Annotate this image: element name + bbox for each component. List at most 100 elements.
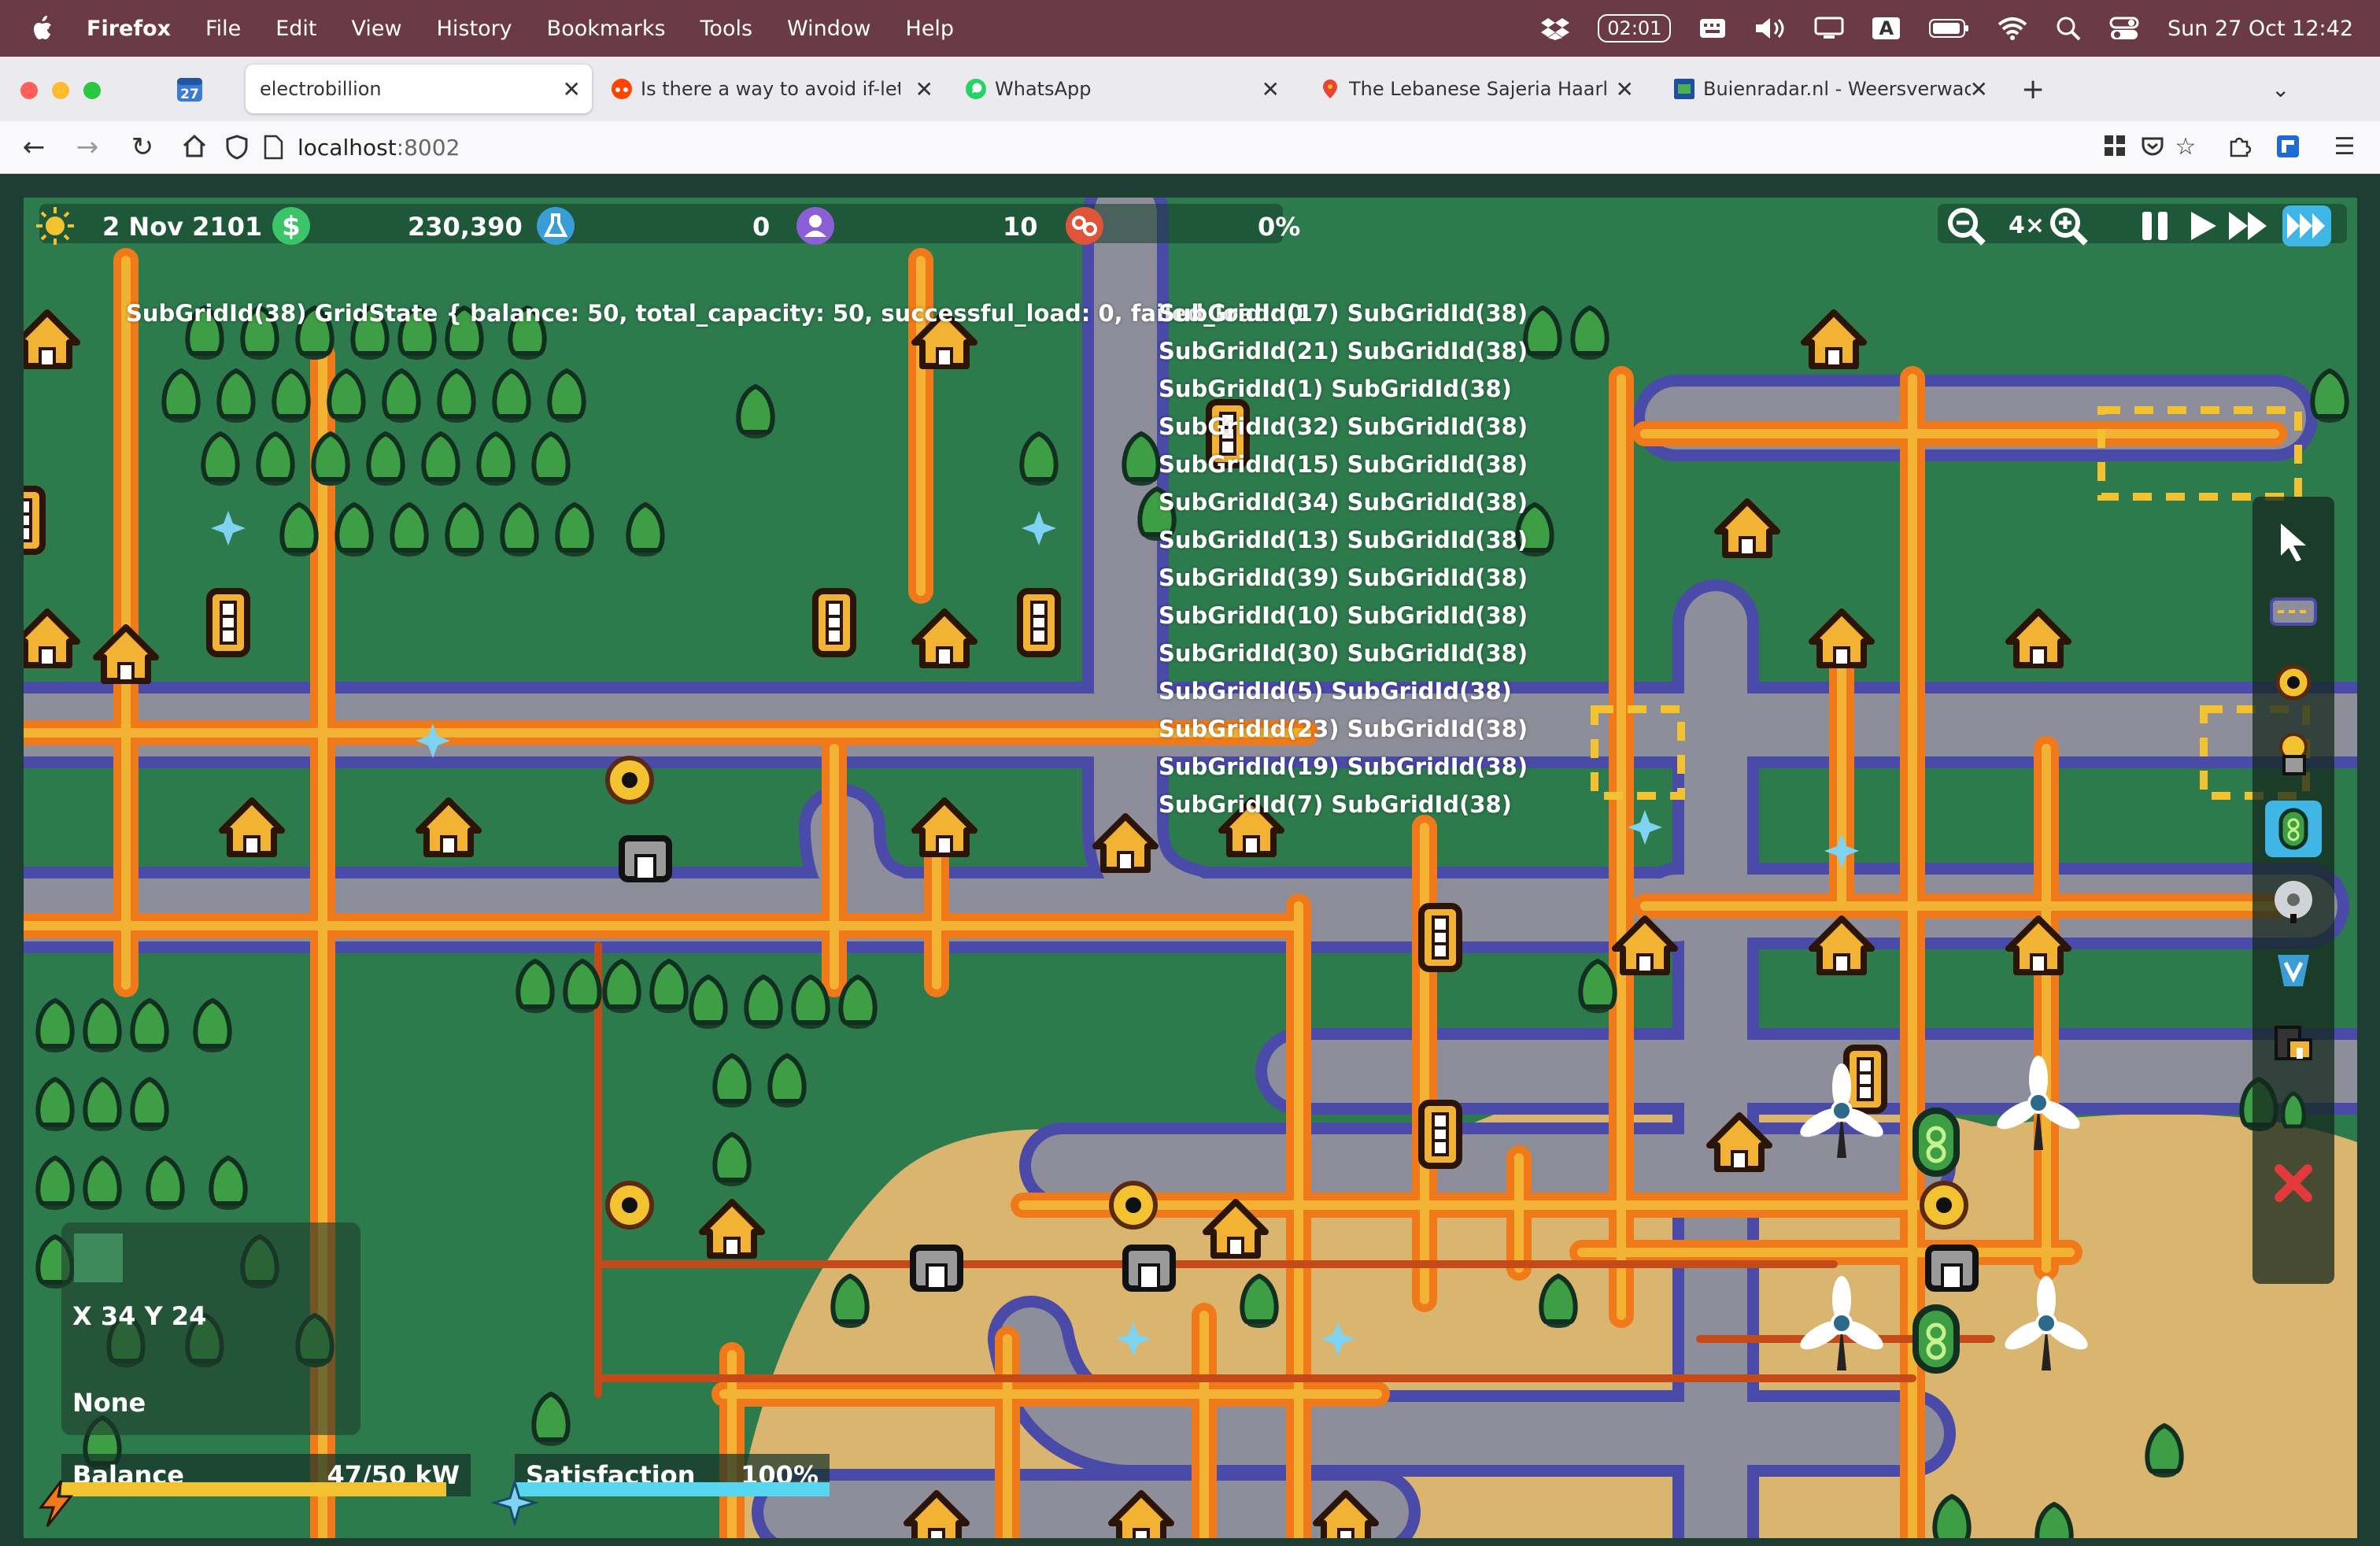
tree[interactable]	[793, 977, 827, 1029]
input-source-badge[interactable]: A	[1872, 17, 1901, 39]
forward-button[interactable]: →	[72, 132, 102, 162]
tree[interactable]	[85, 1158, 119, 1210]
fastest-forward-icon[interactable]	[2282, 205, 2331, 246]
tree[interactable]	[219, 371, 253, 423]
tree[interactable]	[211, 1158, 245, 1210]
tree[interactable]	[1124, 434, 1158, 486]
tree[interactable]	[746, 977, 780, 1029]
tree[interactable]	[368, 434, 402, 486]
tree[interactable]	[502, 505, 536, 557]
menu-history[interactable]: History	[436, 16, 512, 41]
factory[interactable]	[1125, 1248, 1173, 1289]
road-tool[interactable]	[2265, 583, 2322, 640]
pocket-button[interactable]	[2139, 134, 2166, 161]
tree[interactable]	[203, 434, 237, 486]
wifi-icon[interactable]	[1998, 17, 2027, 40]
factory[interactable]	[913, 1248, 960, 1289]
pinned-tab-calendar[interactable]: 27	[176, 65, 224, 113]
zoom-out-icon[interactable]	[1946, 205, 1986, 246]
tree[interactable]	[38, 1158, 72, 1210]
tree[interactable]	[439, 371, 473, 423]
solar-tool[interactable]	[2265, 654, 2322, 711]
solar-plant[interactable]	[608, 758, 652, 802]
apartment-tower[interactable]	[24, 489, 42, 552]
tree[interactable]	[1022, 434, 1055, 486]
tree[interactable]	[2147, 1426, 2181, 1478]
tree[interactable]	[195, 1000, 229, 1052]
reload-button[interactable]: ↻	[128, 132, 157, 162]
battery-tool[interactable]	[2265, 801, 2322, 857]
menu-app-name[interactable]: Firefox	[87, 16, 172, 41]
apartment-tower[interactable]	[1020, 591, 1058, 654]
dropbox-icon[interactable]	[1541, 17, 1570, 40]
tree[interactable]	[313, 434, 347, 486]
app-menu-button[interactable]: ☰	[2331, 134, 2358, 161]
container-extension-button[interactable]	[2275, 134, 2301, 161]
tree[interactable]	[164, 371, 198, 423]
tree[interactable]	[557, 505, 591, 557]
tree[interactable]	[258, 434, 292, 486]
solar-factory-tool[interactable]	[2265, 725, 2322, 782]
tree[interactable]	[132, 1079, 166, 1131]
close-tab-icon[interactable]: ✕	[562, 76, 581, 102]
tree[interactable]	[1572, 308, 1606, 360]
control-center-icon[interactable]	[2109, 17, 2139, 40]
menu-file[interactable]: File	[205, 16, 242, 41]
factory-tool[interactable]	[2265, 1013, 2322, 1070]
tree[interactable]	[534, 434, 567, 486]
tree[interactable]	[565, 961, 599, 1013]
tree[interactable]	[132, 1000, 166, 1052]
tree-tool[interactable]	[2265, 1084, 2322, 1141]
menu-edit[interactable]: Edit	[275, 16, 317, 41]
apartment-tower[interactable]	[1846, 1048, 1884, 1111]
volume-icon[interactable]	[1754, 17, 1786, 40]
tree[interactable]	[1242, 1276, 1276, 1328]
factory[interactable]	[622, 838, 669, 879]
tree[interactable]	[282, 505, 316, 557]
tree[interactable]	[1541, 1276, 1575, 1328]
back-button[interactable]: ←	[19, 132, 49, 162]
fast-forward-icon[interactable]	[2227, 209, 2270, 243]
cursor-tool[interactable]	[2265, 512, 2322, 569]
battery-icon[interactable]	[1928, 18, 1969, 39]
tree[interactable]	[715, 1056, 748, 1108]
delete-tool[interactable]	[2265, 1155, 2322, 1211]
display-icon[interactable]	[1814, 17, 1844, 40]
battery-capsule[interactable]	[1916, 1307, 1957, 1370]
battery-capsule[interactable]	[1916, 1111, 1957, 1174]
tree[interactable]	[715, 1134, 748, 1186]
tree[interactable]	[738, 386, 772, 438]
tree[interactable]	[833, 1276, 867, 1328]
tree[interactable]	[38, 1000, 72, 1052]
tree[interactable]	[384, 371, 418, 423]
solar-plant[interactable]	[1111, 1183, 1155, 1227]
apartment-tower[interactable]	[815, 591, 853, 654]
extensions-grid-button[interactable]	[2101, 134, 2128, 161]
factory[interactable]	[1928, 1248, 1975, 1289]
tree[interactable]	[85, 1000, 119, 1052]
tree[interactable]	[337, 505, 371, 557]
close-tab-icon[interactable]: ✕	[1615, 76, 1634, 102]
tree[interactable]	[604, 961, 638, 1013]
apartment-tower[interactable]	[1421, 1103, 1459, 1166]
hydro-tool[interactable]	[2265, 942, 2322, 999]
url-bar[interactable]: localhost:8002	[225, 128, 2075, 167]
tree[interactable]	[479, 434, 512, 486]
apple-icon[interactable]	[31, 15, 55, 42]
menu-window[interactable]: Window	[787, 16, 871, 41]
solar-plant[interactable]	[1922, 1183, 1966, 1227]
tree[interactable]	[148, 1158, 182, 1210]
apartment-tower[interactable]	[209, 591, 247, 654]
menu-help[interactable]: Help	[905, 16, 955, 41]
spotlight-search-icon[interactable]	[2056, 16, 2081, 41]
tab-lebanese-sajeria[interactable]: The Lebanese Sajeria Haarlemm ✕	[1314, 65, 1645, 113]
tree[interactable]	[1525, 308, 1559, 360]
tab-buienradar[interactable]: Buienradar.nl - Weersverwachtir ✕	[1669, 65, 1999, 113]
window-zoom-button[interactable]	[83, 82, 101, 99]
tree[interactable]	[38, 1079, 72, 1131]
close-tab-icon[interactable]: ✕	[915, 76, 933, 102]
window-close-button[interactable]	[20, 82, 38, 99]
tree[interactable]	[518, 961, 552, 1013]
tree[interactable]	[549, 371, 583, 423]
pause-icon[interactable]	[2138, 209, 2172, 243]
